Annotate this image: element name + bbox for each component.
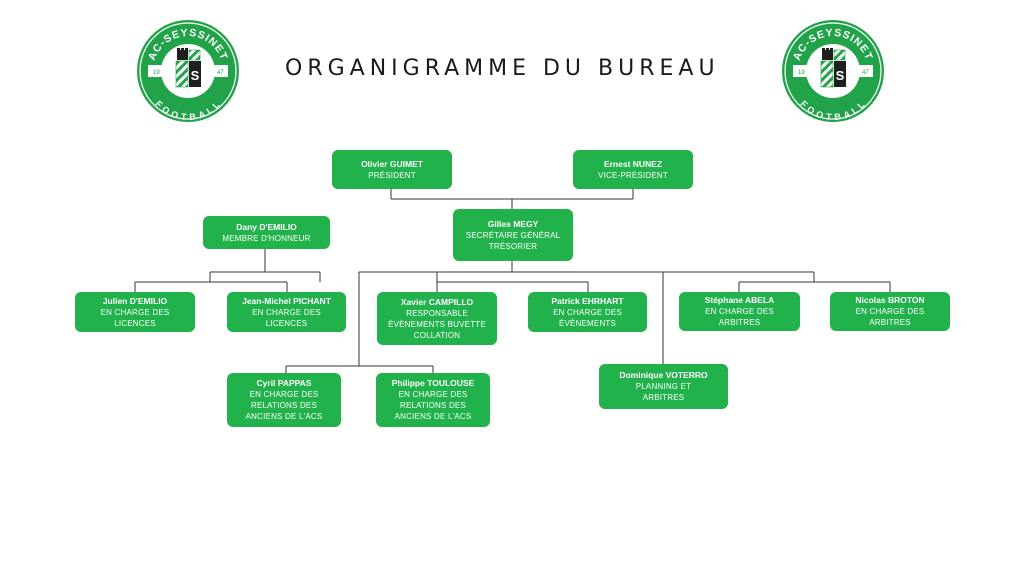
page-title: ORGANIGRAMME DU BUREAU [285,56,720,81]
member-box-nunez: Ernest NUNEZ VICE-PRÉSIDENT [573,150,693,189]
member-name: Dominique VOTERRO [619,370,708,380]
member-name: Julien D'EMILIO [102,295,168,306]
member-name: Patrick EHRHART [551,295,624,306]
logo-year-right: 47 [217,70,224,76]
logo-year-right: 47 [862,70,869,76]
member-name: Nicolas BROTON [855,295,925,305]
member-name: Philippe TOULOUSE [391,378,475,388]
member-box-pappas: Cyril PAPPAS EN CHARGE DES RELATIONS DES… [227,373,341,427]
member-role: VICE-PRÉSIDENT [598,170,668,180]
member-box-ehrhart: Patrick EHRHART EN CHARGE DES ÉVÈNEMENTS [528,292,647,332]
club-logo-left: AC-SEYSSINET FOOTBALL 19 47 S [137,20,239,122]
club-logo-right: AC-SEYSSINET FOOTBALL 19 47 S [782,20,884,122]
member-name: Xavier CAMPILLO [400,296,474,307]
member-name: Ernest NUNEZ [603,158,663,169]
member-box-guimet: Olivier GUIMET PRÉSIDENT [332,150,452,189]
logo-year-left: 19 [798,70,805,76]
member-role: EN CHARGE DES ARBITRES [705,307,774,327]
logo-letter: S [836,68,845,83]
member-role: MEMBRE D'HONNEUR [222,233,311,243]
member-role: EN CHARGE DES LICENCES [100,307,170,328]
logo-year-left: 19 [153,70,160,76]
member-box-broton: Nicolas BROTON EN CHARGE DES ARBITRES [830,292,950,331]
member-name: Dany D'EMILIO [236,221,297,232]
member-name: Gilles MEGY [487,218,539,229]
member-role: EN CHARGE DES LICENCES [252,307,321,328]
member-name: Jean-Michel PICHANT [242,295,331,306]
logo-letter: S [191,68,200,83]
member-name: Stéphane ABELA [704,295,775,305]
member-role: PRÉSIDENT [368,170,416,180]
member-role: EN CHARGE DES ARBITRES [855,307,925,327]
member-role: EN CHARGE DES ÉVÈNEMENTS [553,307,622,328]
member-box-pichant: Jean-Michel PICHANT EN CHARGE DES LICENC… [227,292,346,332]
member-role: EN CHARGE DES RELATIONS DES ANCIENS DE L… [394,390,472,421]
member-box-abela: Stéphane ABELA EN CHARGE DES ARBITRES [679,292,800,331]
member-box-megy: Gilles MEGY SECRÉTAIRE GÉNÉRAL TRÉSORIER [453,209,573,261]
member-role: SECRÉTAIRE GÉNÉRAL TRÉSORIER [465,230,561,251]
member-role: RESPONSABLE ÉVÈNEMENTS BUVETTE COLLATION [388,308,486,340]
member-name: Olivier GUIMET [361,158,423,169]
member-role: EN CHARGE DES RELATIONS DES ANCIENS DE L… [245,390,323,421]
member-box-campillo: Xavier CAMPILLO RESPONSABLE ÉVÈNEMENTS B… [377,292,497,345]
member-box-toulouse: Philippe TOULOUSE EN CHARGE DES RELATION… [376,373,490,427]
member-box-voterro: Dominique VOTERRO PLANNING ET ARBITRES [599,364,728,409]
member-box-julien-demilio: Julien D'EMILIO EN CHARGE DES LICENCES [75,292,195,332]
member-name: Cyril PAPPAS [256,378,312,388]
member-role: PLANNING ET ARBITRES [635,382,692,402]
member-box-dany-demilio: Dany D'EMILIO MEMBRE D'HONNEUR [203,216,330,249]
